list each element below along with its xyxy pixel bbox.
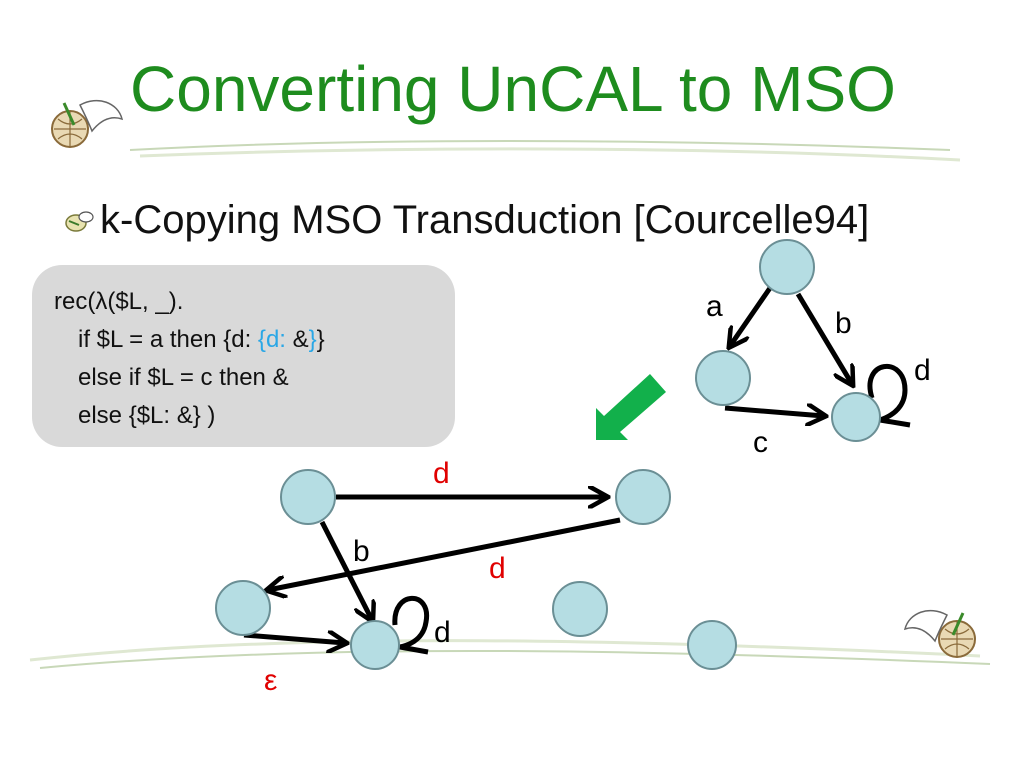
output-node (615, 469, 671, 525)
output-edge-d-cross (268, 517, 621, 590)
input-label-b: b (835, 307, 852, 340)
output-label-d-top: d (433, 457, 450, 490)
transform-arrow-icon (596, 374, 666, 440)
output-edge-epsilon (243, 635, 345, 643)
slide-title: Converting UnCAL to MSO (130, 53, 896, 125)
code-line-1: rec(λ($L, _). (54, 288, 184, 315)
output-label-d-cross: d (489, 552, 506, 585)
output-label-b: b (353, 535, 370, 568)
bullet-item: k-Copying MSO Transduction [Courcelle94] (64, 198, 869, 245)
input-edge-a (730, 286, 773, 346)
input-edge-d-loop (867, 363, 911, 428)
input-node (695, 350, 751, 406)
output-label-d-loop: d (434, 616, 451, 649)
output-node (552, 581, 608, 637)
output-edge-d-loop (392, 595, 430, 655)
output-graph: d b d d ε (215, 457, 737, 697)
code-line-2: if $L = a then {d: {d: &}} (54, 321, 455, 359)
code-line-2-amp: & (292, 326, 309, 353)
code-line-4: else {$L: &} ) (78, 402, 216, 429)
dove-logo-icon (51, 99, 124, 148)
code-line-2-inner-open: {d: (257, 326, 293, 353)
bottom-swoosh-decoration (29, 639, 991, 669)
input-edge-b (795, 292, 852, 384)
input-edge-c (724, 408, 824, 416)
input-node (831, 392, 881, 442)
code-line-2-outer-close: } (316, 326, 325, 353)
input-label-d: d (914, 354, 931, 387)
output-node (215, 580, 271, 636)
code-box: rec(λ($L, _). if $L = a then {d: {d: &}}… (32, 265, 455, 447)
dove-logo-icon (903, 609, 976, 658)
input-label-c: c (753, 426, 768, 459)
output-node (687, 620, 737, 670)
code-line-2-pre: if $L = a then {d: (78, 326, 258, 353)
code-line-2-inner-close: } (308, 326, 317, 353)
output-node (280, 469, 336, 525)
output-edge-b (319, 520, 372, 620)
bullet-bird-icon (64, 200, 96, 245)
input-node (759, 239, 815, 295)
input-graph: a b c d (695, 239, 931, 459)
output-label-epsilon: ε (264, 664, 277, 697)
output-node (350, 620, 400, 670)
bullet-text: k-Copying MSO Transduction [Courcelle94] (100, 198, 870, 242)
input-label-a: a (706, 290, 723, 323)
title-underline-decoration (129, 140, 961, 162)
code-line-3: else if $L = c then & (78, 364, 289, 391)
